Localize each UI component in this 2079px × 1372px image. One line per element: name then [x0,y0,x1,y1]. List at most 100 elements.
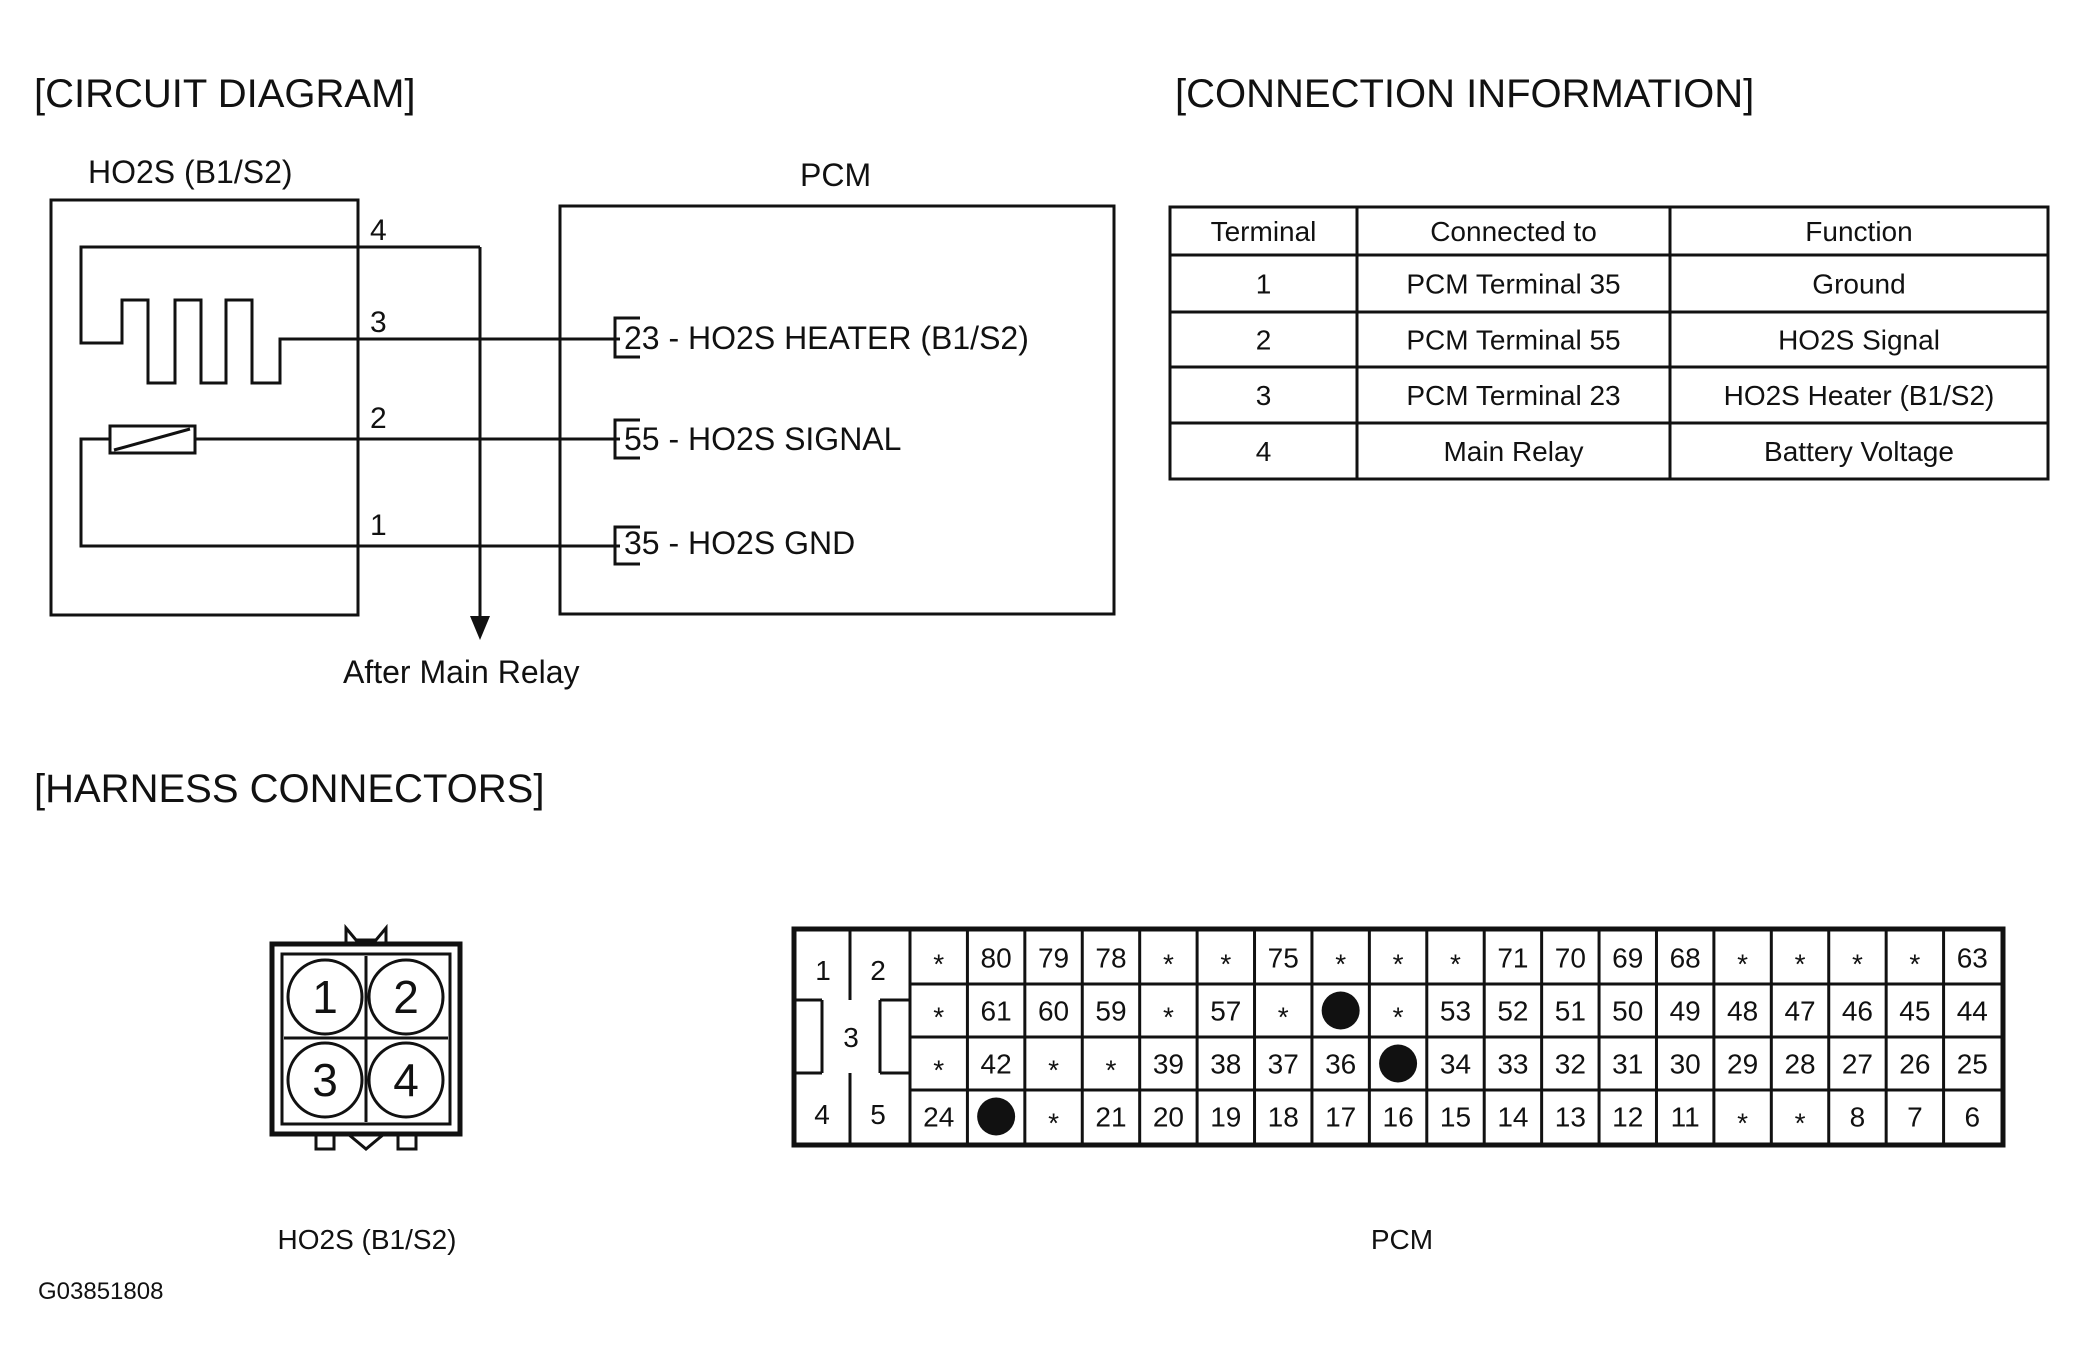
ho2s-pin-2-label: 2 [393,971,419,1023]
pcm-terminal-78: 78 [1095,943,1126,974]
harness-connectors-heading: [HARNESS CONNECTORS] [34,767,544,811]
pcm-terminal-36: 36 [1325,1049,1356,1080]
ho2s-pin-3-label: 3 [312,1054,338,1106]
table-cell-function: HO2S Signal [1778,325,1940,356]
pcm-terminal-21: 21 [1095,1102,1126,1133]
pcm-terminal-unused: * [933,1002,944,1033]
pcm-terminal-55-label: 55 - HO2S SIGNAL [624,421,901,457]
table-cell-function: Battery Voltage [1764,436,1954,467]
pcm-terminal-6: 6 [1965,1102,1981,1133]
pcm-terminal-unused: * [1737,949,1748,980]
pcm-terminal-44: 44 [1957,996,1988,1027]
relay-label: After Main Relay [343,654,580,690]
pcm-terminal-13: 13 [1555,1102,1586,1133]
pin-label-4: 4 [370,214,387,247]
pcm-terminal-unused: * [933,949,944,980]
pcm-terminal-63: 63 [1957,943,1988,974]
terminal-bracket-35 [613,525,640,566]
pcm-used-terminal-dot [1321,991,1360,1030]
pcm-terminal-28: 28 [1784,1049,1815,1080]
pcm-terminal-61: 61 [981,996,1012,1027]
pcm-left-pin-5: 5 [870,1099,886,1130]
pcm-terminal-11: 11 [1671,1102,1700,1133]
table-cell-connected-to: PCM Terminal 35 [1406,269,1620,300]
table-header-function: Function [1805,216,1912,247]
pcm-terminal-35-label: 35 - HO2S GND [624,525,855,561]
table-cell-connected-to: PCM Terminal 55 [1406,325,1620,356]
pcm-terminal-16: 16 [1383,1102,1414,1133]
pcm-terminal-68: 68 [1670,943,1701,974]
table-cell-connected-to: PCM Terminal 23 [1406,380,1620,411]
pcm-terminal-31: 31 [1612,1049,1643,1080]
pcm-used-terminal-dot [977,1097,1016,1136]
pcm-terminal-unused: * [1163,1002,1174,1033]
ho2s-pin-1-label: 1 [312,971,338,1023]
connection-info-heading: [CONNECTION INFORMATION] [1175,72,1754,116]
pcm-terminal-34: 34 [1440,1049,1471,1080]
table-cell-terminal: 4 [1256,436,1272,467]
pcm-terminal-51: 51 [1555,996,1586,1027]
pcm-terminal-unused: * [1795,949,1806,980]
pcm-terminal-42: 42 [981,1049,1012,1080]
pcm-terminal-30: 30 [1670,1049,1701,1080]
circuit-diagram-heading: [CIRCUIT DIAGRAM] [34,72,416,116]
pcm-terminal-14: 14 [1497,1102,1528,1133]
pcm-terminal-unused: * [1278,1002,1289,1033]
table-cell-terminal: 3 [1256,380,1272,411]
pcm-terminal-unused: * [1106,1055,1117,1086]
pcm-terminal-18: 18 [1268,1102,1299,1133]
pcm-terminal-unused: * [1220,949,1231,980]
table-header-terminal: Terminal [1211,216,1317,247]
pcm-terminal-49: 49 [1670,996,1701,1027]
pcm-left-pin-1: 1 [815,955,831,986]
ho2s-connector: 1 2 3 4 HO2S (B1/S2) [269,923,463,1255]
ground-wire [79,437,620,548]
pcm-title: PCM [800,157,871,193]
pcm-terminal-45: 45 [1899,996,1930,1027]
pcm-terminal-unused: * [1163,949,1174,980]
pcm-terminal-unused: * [1909,949,1920,980]
table-cell-connected-to: Main Relay [1443,436,1583,467]
pcm-terminal-29: 29 [1727,1049,1758,1080]
heater-element [79,245,620,385]
pcm-terminal-20: 20 [1153,1102,1184,1133]
pcm-terminal-53: 53 [1440,996,1471,1027]
pcm-terminal-17: 17 [1325,1102,1356,1133]
pcm-terminal-unused: * [1737,1108,1748,1139]
pin-label-3: 3 [370,306,387,339]
pin-label-2: 2 [370,402,387,435]
table-cell-function: HO2S Heater (B1/S2) [1724,380,1995,411]
table-cell-terminal: 2 [1256,325,1272,356]
pcm-terminal-52: 52 [1497,996,1528,1027]
pcm-terminal-39: 39 [1153,1049,1184,1080]
pcm-terminal-unused: * [1795,1108,1806,1139]
relay-arrow [470,616,490,640]
pcm-terminal-80: 80 [981,943,1012,974]
pcm-terminal-8: 8 [1850,1102,1866,1133]
table-frame [1168,205,2050,481]
ho2s-pin-4 [367,1041,445,1119]
pcm-terminal-24: 24 [923,1102,954,1133]
pcm-terminal-70: 70 [1555,943,1586,974]
sensor-title: HO2S (B1/S2) [88,154,293,190]
pcm-terminal-48: 48 [1727,996,1758,1027]
table-header-connected-to: Connected to [1430,216,1597,247]
ho2s-pin-2 [367,958,445,1036]
pcm-terminal-75: 75 [1268,943,1299,974]
pcm-terminal-57: 57 [1210,996,1241,1027]
pcm-terminal-26: 26 [1899,1049,1930,1080]
pcm-terminal-32: 32 [1555,1049,1586,1080]
pcm-terminal-33: 33 [1497,1049,1528,1080]
pcm-terminal-47: 47 [1784,996,1815,1027]
ho2s-pin-4-label: 4 [393,1054,419,1106]
pcm-terminal-12: 12 [1612,1102,1643,1133]
pcm-terminal-7: 7 [1907,1102,1923,1133]
pcm-terminal-79: 79 [1038,943,1069,974]
pcm-terminal-50: 50 [1612,996,1643,1027]
pcm-terminal-unused: * [1048,1108,1059,1139]
figure-id: G03851808 [38,1278,163,1305]
